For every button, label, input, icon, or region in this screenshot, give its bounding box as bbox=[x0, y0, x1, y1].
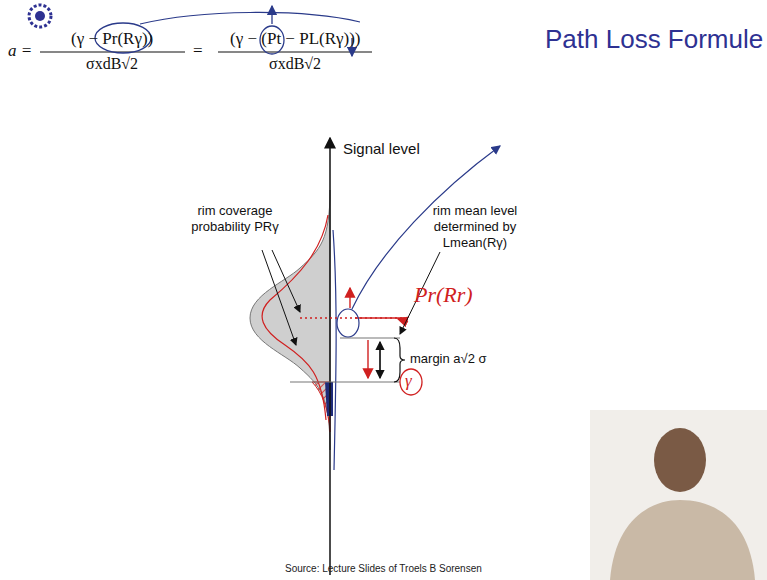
leader-line bbox=[272, 250, 300, 312]
annotation-stroke bbox=[140, 12, 360, 24]
rim-level-line bbox=[340, 337, 400, 338]
presenter-figure bbox=[610, 500, 755, 580]
blue-sketch bbox=[333, 230, 336, 470]
slide-title: Path Loss Formule bbox=[545, 24, 763, 55]
handwritten-symbol: γ bbox=[405, 371, 412, 391]
presenter-area bbox=[590, 410, 767, 580]
margin-arrow bbox=[379, 342, 380, 375]
source-caption: Source: Lecture Slides of Troels B Soren… bbox=[285, 563, 482, 574]
annotation-circle bbox=[337, 309, 359, 337]
signal-axis bbox=[329, 138, 331, 575]
formula-numerator: (γ − (Pt − PL(Rγ))) bbox=[230, 29, 361, 49]
red-sketch bbox=[262, 215, 328, 420]
blue-tail bbox=[325, 382, 333, 416]
red-level-line bbox=[355, 317, 405, 319]
formula-part: a = bbox=[8, 41, 32, 61]
red-arrow bbox=[349, 288, 350, 308]
margin-bracket bbox=[394, 338, 405, 382]
formula-part: = bbox=[193, 41, 203, 61]
margin-label: margin a√2 σ bbox=[410, 351, 487, 366]
threshold-line bbox=[290, 381, 400, 382]
formula-denominator: σxdB√2 bbox=[269, 55, 321, 73]
callout-label: rim mean level determined by Lmean(Rγ) bbox=[400, 203, 550, 251]
presenter-figure bbox=[654, 428, 706, 492]
gamma-circle bbox=[400, 369, 422, 395]
mean-level-line bbox=[300, 317, 405, 319]
formula-numerator: (γ − Pr(Rγ)) bbox=[71, 29, 153, 49]
callout-label: rim coverage probability PRγ bbox=[170, 203, 300, 235]
logo bbox=[29, 5, 51, 27]
annotation-arrow bbox=[271, 6, 272, 24]
fraction-bar bbox=[218, 51, 372, 52]
leader-line bbox=[262, 250, 296, 345]
axis-label: Signal level bbox=[343, 140, 420, 157]
formula-denominator: σxdB√2 bbox=[86, 55, 138, 73]
red-arrow bbox=[367, 340, 368, 378]
handwritten-note: Pr(Rr) bbox=[414, 282, 473, 308]
